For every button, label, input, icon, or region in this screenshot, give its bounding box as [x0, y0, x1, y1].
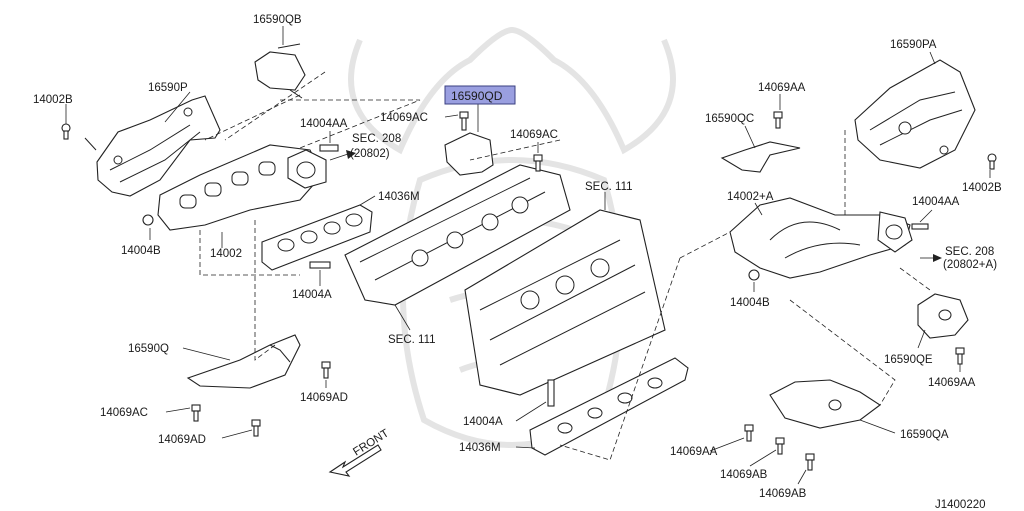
label-16590P: 16590P — [148, 82, 188, 94]
label-sec208-left: SEC. 208 — [352, 133, 401, 145]
label-16590QE: 16590QE — [884, 354, 933, 366]
label-20802: (20802) — [350, 148, 390, 160]
label-14036M-top: 14036M — [378, 191, 420, 203]
bolt-14069AA-right — [955, 347, 965, 365]
bolt-14069AA-top — [773, 111, 783, 129]
label-14069AD-bottom: 14069AD — [158, 434, 206, 446]
label-16590QA: 16590QA — [900, 429, 949, 441]
cylinder-head-center — [464, 209, 666, 396]
stud-14004AA-right — [911, 223, 929, 230]
label-16590QC: 16590QC — [705, 113, 754, 125]
gasket-14036M-bottom — [529, 357, 689, 456]
gasket-14036M-top — [261, 204, 373, 271]
label-14069AC-right: 14069AC — [510, 129, 558, 141]
label-14002A: 14002+A — [727, 191, 774, 203]
nut-14004B-left — [142, 214, 154, 226]
heat-insulator-16590Q — [186, 334, 301, 389]
heat-insulator-16590QA — [769, 379, 881, 429]
exhaust-manifold-14002A — [729, 197, 913, 279]
bolt-14069AB-2 — [805, 453, 815, 471]
nut-14004B-right — [748, 269, 760, 281]
stud-14004A-mid — [547, 379, 555, 407]
diagram-code: J1400220 — [935, 499, 986, 511]
label-sec208-right: SEC. 208 — [945, 246, 994, 258]
label-14004B-right: 14004B — [730, 297, 770, 309]
label-14069AC-bottom: 14069AC — [100, 407, 148, 419]
label-16590Q: 16590Q — [128, 343, 169, 355]
cylinder-head-left — [344, 164, 571, 306]
label-14069AA-top: 14069AA — [758, 82, 806, 94]
label-14004AA-right: 14004AA — [912, 196, 960, 208]
heat-insulator-16590QC — [720, 141, 801, 173]
label-14036M-bottom: 14036M — [459, 442, 501, 454]
label-14069AB-2: 14069AB — [759, 488, 807, 500]
label-sec111-top: SEC. 111 — [585, 181, 633, 193]
label-14069AC-top: 14069AC — [380, 112, 428, 124]
sec208-right-arrow — [920, 254, 942, 262]
label-14004A-left: 14004A — [292, 289, 332, 301]
bolt-14069AC-right — [533, 154, 543, 172]
label-14002B-left: 14002B — [33, 94, 73, 106]
heat-insulator-16590PA — [854, 59, 976, 169]
stud-14004AA-left — [319, 144, 339, 152]
heat-insulator-16590QB — [254, 43, 306, 99]
assembly-dashed-lines — [199, 71, 931, 461]
bolt-14002B-right — [987, 153, 997, 170]
label-14002: 14002 — [210, 248, 242, 260]
label-14004A-mid: 14004A — [463, 416, 503, 428]
front-arrow-icon — [328, 444, 382, 477]
bolt-14069AB-1 — [775, 437, 785, 455]
bolt-14069AC-bottom — [191, 404, 201, 422]
highlight-16590QD — [444, 85, 516, 105]
label-14069AB-1: 14069AB — [720, 469, 768, 481]
heat-insulator-16590QD — [444, 132, 494, 176]
sec208-left-arrow — [329, 150, 356, 161]
heat-insulator-16590P — [84, 95, 221, 197]
label-16590PA: 16590PA — [890, 39, 937, 51]
label-14069AD-mid: 14069AD — [300, 392, 348, 404]
bolt-14069AC-top — [459, 111, 469, 131]
leader-lines — [65, 26, 991, 485]
label-14004AA-left: 14004AA — [300, 118, 348, 130]
label-14069AA-right: 14069AA — [928, 377, 976, 389]
label-16590QD: 16590QD — [451, 89, 503, 103]
label-14002B-right: 14002B — [962, 182, 1002, 194]
heat-insulator-16590QE — [917, 293, 969, 339]
bolt-14069AD-mid — [321, 361, 331, 379]
bolt-14002B-left — [61, 123, 71, 140]
exhaust-manifold-14002 — [157, 144, 327, 231]
label-sec111-left: SEC. 111 — [388, 334, 436, 346]
bolt-14069AA-bottom — [744, 424, 754, 442]
stud-14004A-left — [309, 261, 331, 269]
label-14004B-left: 14004B — [121, 245, 161, 257]
label-16590QB: 16590QB — [253, 14, 302, 26]
label-14069AA-bottom: 14069AA — [670, 446, 718, 458]
label-20802A: (20802+A) — [943, 259, 997, 271]
bolt-14069AD-bottom — [251, 419, 261, 437]
